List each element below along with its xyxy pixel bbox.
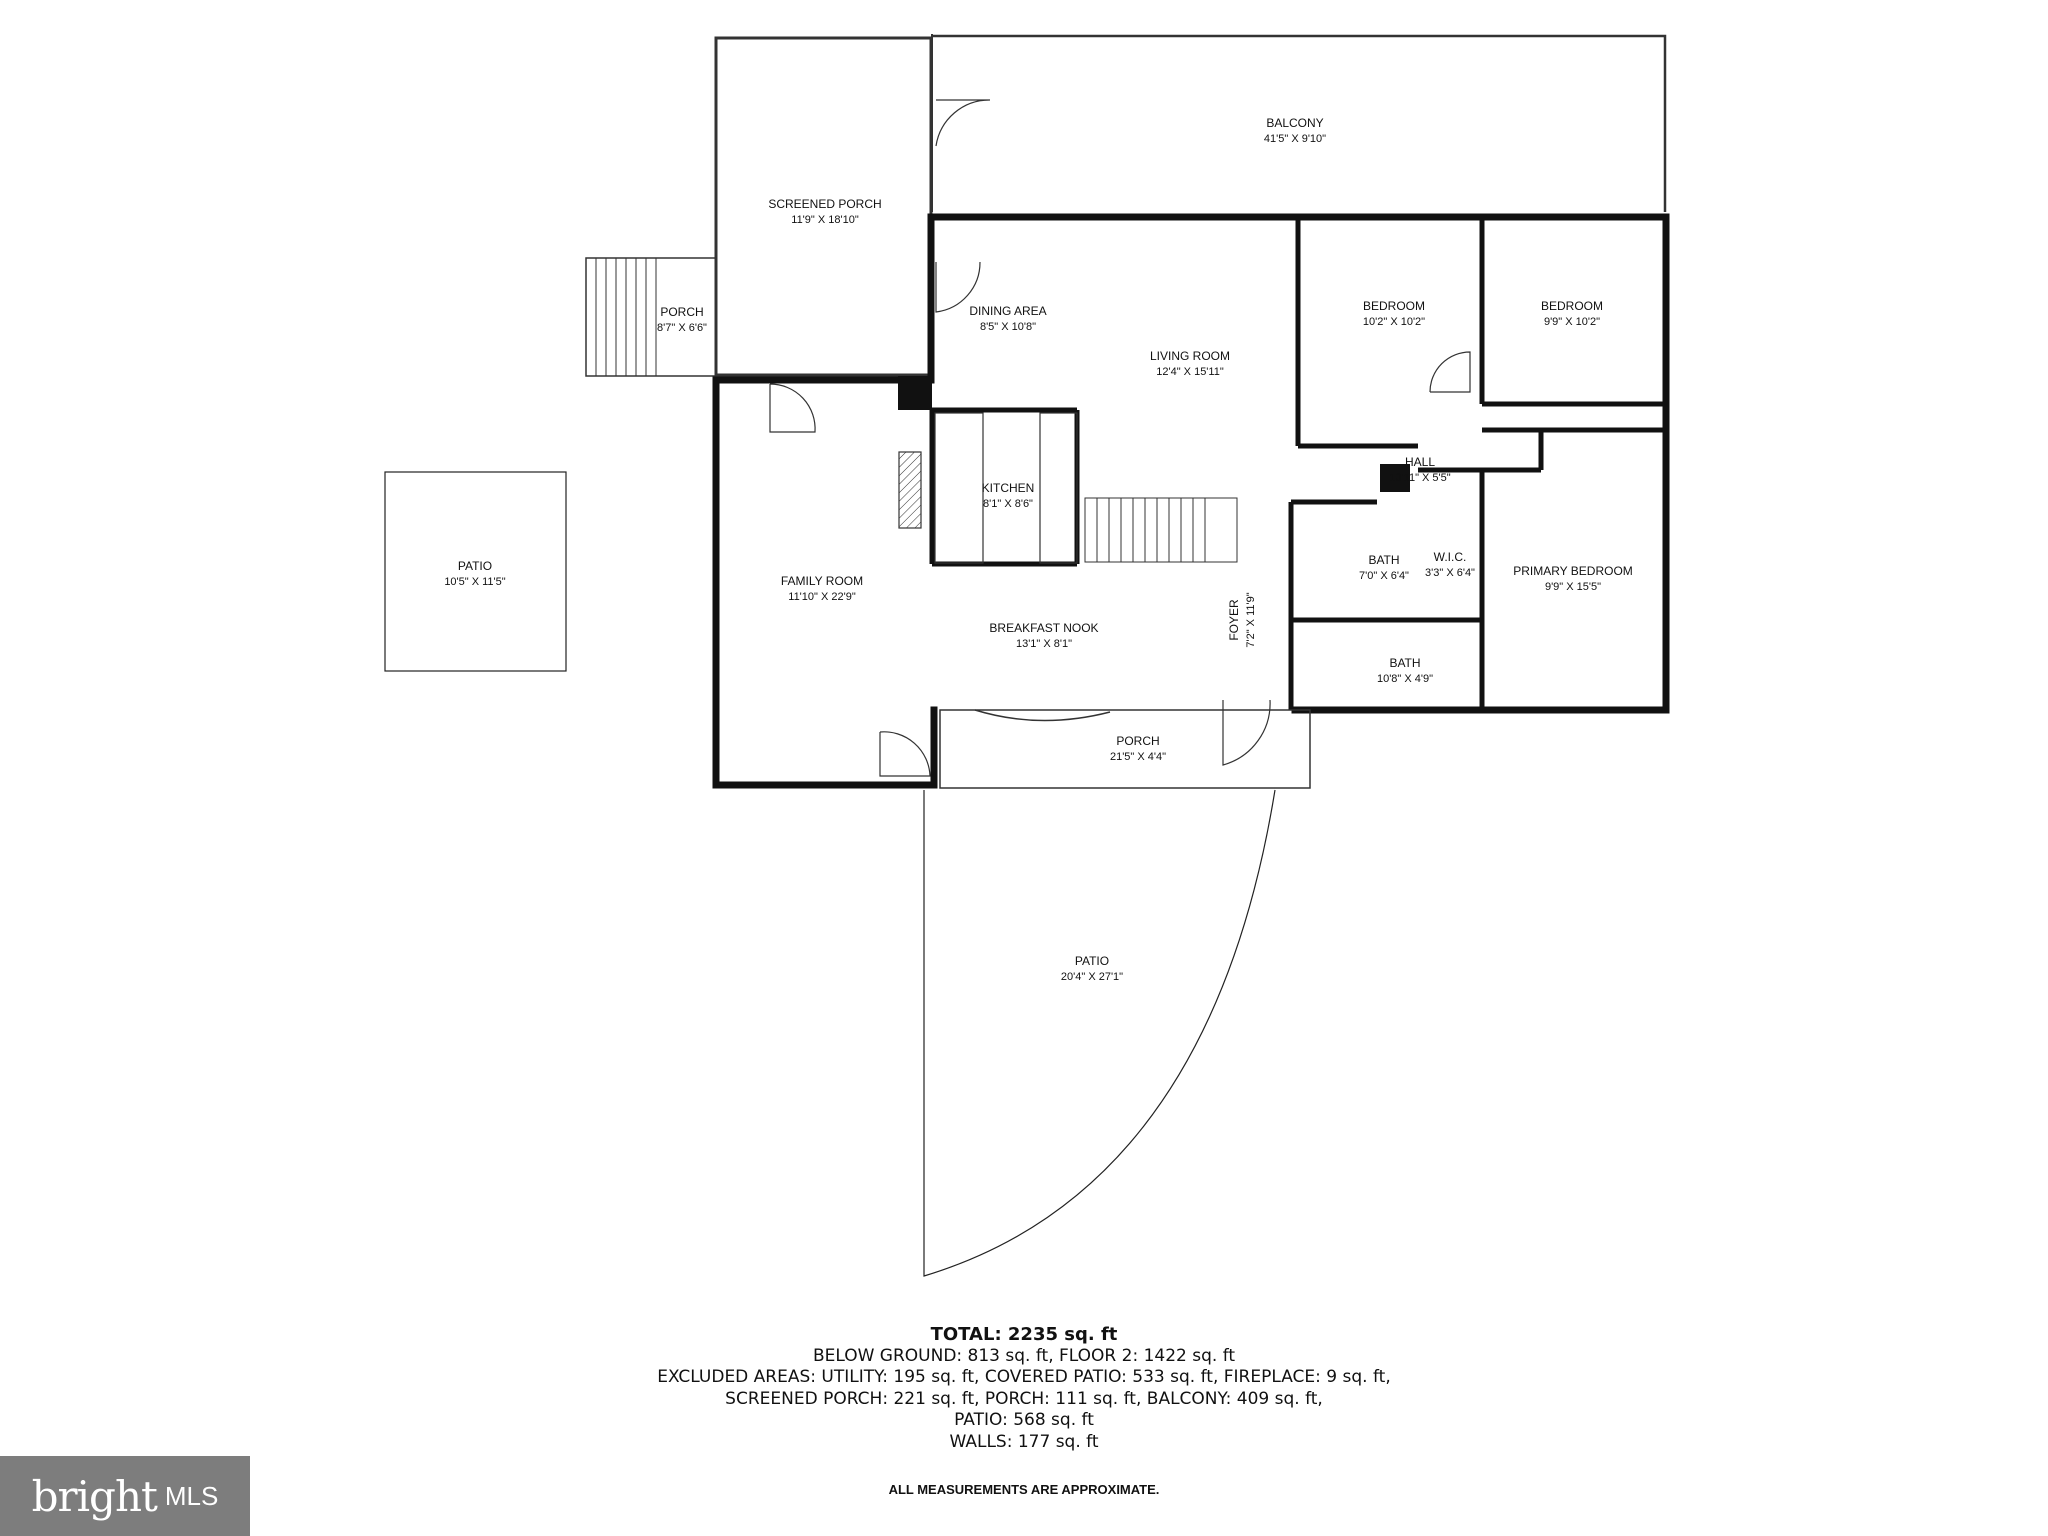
room-dims-bedroom-2: 9'9" X 10'2" (1544, 316, 1600, 328)
room-dims-wic: 3'3" X 6'4" (1425, 567, 1475, 579)
room-name-breakfast-nook: BREAKFAST NOOK (989, 621, 1098, 635)
summary-line-4: PATIO: 568 sq. ft (954, 1410, 1094, 1430)
measurement-note: ALL MEASUREMENTS ARE APPROXIMATE. (888, 1482, 1160, 1497)
room-dims-balcony: 41'5" X 9'10" (1264, 133, 1326, 145)
interior-walls (929, 220, 1666, 710)
summary-line-3: SCREENED PORCH: 221 sq. ft, PORCH: 111 s… (725, 1388, 1323, 1409)
room-name-primary-bedroom: PRIMARY BEDROOM (1513, 564, 1633, 578)
logo-brand: bright (31, 1471, 158, 1521)
room-dims-bath-2: 10'8" X 4'9" (1377, 673, 1433, 685)
room-dims-kitchen: 8'1" X 8'6" (983, 498, 1033, 510)
room-dims-dining-area: 8'5" X 10'8" (980, 321, 1036, 333)
area-summary: TOTAL: 2235 sq. ft BELOW GROUND: 813 sq.… (524, 1324, 1524, 1453)
room-dims-screened-porch: 11'9" X 18'10" (791, 214, 859, 226)
room-dims-breakfast-nook: 13'1" X 8'1" (1016, 638, 1072, 650)
room-dims-primary-bedroom: 9'9" X 15'5" (1545, 581, 1601, 593)
room-dims-porch-front: 21'5" X 4'4" (1110, 751, 1166, 763)
room-dims-patio-west: 10'5" X 11'5" (444, 576, 505, 588)
room-name-foyer: FOYER (1227, 599, 1241, 641)
patio-south-outline (923, 789, 1276, 1277)
room-dims-hall: 13'11" X 5'5" (1389, 472, 1450, 484)
room-name-wic: W.I.C. (1434, 550, 1467, 564)
room-name-living-room: LIVING ROOM (1150, 349, 1230, 363)
interior-stairs (1084, 497, 1238, 563)
room-name-balcony: BALCONY (1266, 116, 1323, 130)
kitchen-counters (898, 412, 1078, 564)
summary-line-5: WALLS: 177 sq. ft (949, 1431, 1099, 1452)
room-name-bedroom-2: BEDROOM (1541, 299, 1603, 313)
front-porch-outline (939, 709, 1311, 789)
room-name-hall: HALL (1405, 455, 1435, 469)
balcony-outline (932, 34, 1667, 212)
logo-suffix: MLS (164, 1480, 219, 1511)
room-name-patio-west: PATIO (458, 559, 492, 573)
room-name-bath-2: BATH (1389, 656, 1420, 670)
room-name-kitchen: KITCHEN (982, 481, 1035, 495)
room-name-bath-1: BATH (1368, 553, 1399, 567)
screened-porch-outline (714, 36, 933, 377)
room-dims-living-room: 12'4" X 15'11" (1156, 366, 1224, 378)
room-dims-porch-small: 8'7" X 6'6" (657, 322, 707, 334)
exterior-walls (712, 213, 1670, 789)
room-dims-bedroom-1: 10'2" X 10'2" (1363, 316, 1425, 328)
summary-line-1: BELOW GROUND: 813 sq. ft, FLOOR 2: 1422 … (812, 1345, 1236, 1366)
room-labels: BALCONY 41'5" X 9'10" SCREENED PORCH 11'… (444, 116, 1632, 983)
porch-small-outline (585, 257, 717, 377)
total-area: TOTAL: 2235 sq. ft (930, 1324, 1118, 1345)
room-name-bedroom-1: BEDROOM (1363, 299, 1425, 313)
room-name-screened-porch: SCREENED PORCH (768, 197, 881, 211)
room-name-porch-small: PORCH (660, 305, 703, 319)
room-name-family-room: FAMILY ROOM (781, 574, 863, 588)
porch-stairs (595, 258, 657, 376)
room-dims-family-room: 11'10" X 22'9" (788, 591, 856, 603)
room-dims-patio-south: 20'4" X 27'1" (1061, 971, 1123, 983)
room-dims-foyer: 7'2" X 11'9" (1245, 592, 1257, 647)
room-dims-bath-1: 7'0" X 6'4" (1359, 570, 1409, 582)
room-name-dining-area: DINING AREA (969, 304, 1046, 318)
patio-west-outline (384, 471, 567, 672)
room-name-patio-south: PATIO (1075, 954, 1109, 968)
room-name-porch-front: PORCH (1116, 734, 1159, 748)
summary-line-2: EXCLUDED AREAS: UTILITY: 195 sq. ft, COV… (657, 1367, 1391, 1387)
doors (769, 99, 1471, 777)
bright-mls-logo: bright MLS (0, 1456, 250, 1536)
